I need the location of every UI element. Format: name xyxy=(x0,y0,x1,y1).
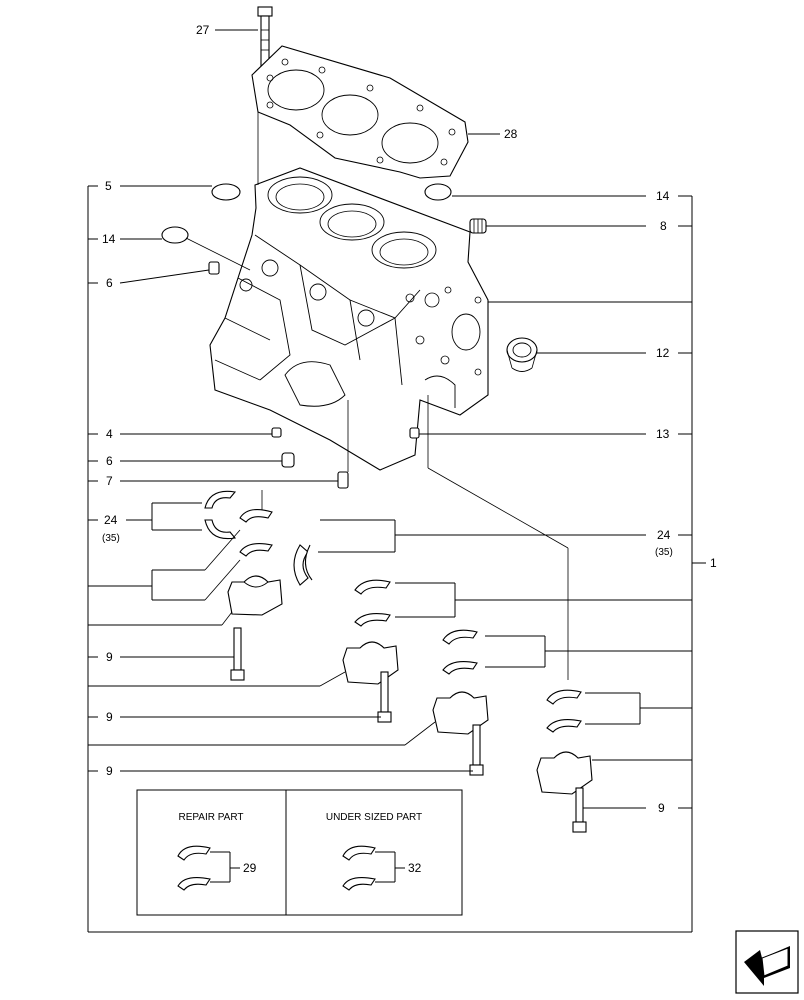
callout-6-bottom: 6 xyxy=(106,454,113,468)
bearing-cap-2 xyxy=(342,641,399,685)
callout-9-c: 9 xyxy=(106,764,113,778)
cap-bolt-9-d xyxy=(572,787,587,833)
callout-32: 32 xyxy=(408,861,422,875)
callout-9-a: 9 xyxy=(106,650,113,664)
callout-1: 1 xyxy=(710,556,717,570)
plug-part-13 xyxy=(409,427,420,439)
plug-part-14-right xyxy=(424,183,452,201)
callout-29: 29 xyxy=(243,861,257,875)
callout-9-d: 9 xyxy=(658,801,665,815)
plug-part-7 xyxy=(337,471,349,489)
repair-part-title: REPAIR PART xyxy=(178,812,243,823)
bearing-cap-1 xyxy=(227,575,283,616)
callout-8: 8 xyxy=(660,219,667,233)
plug-part-5 xyxy=(211,183,241,201)
plug-part-14-left xyxy=(161,226,189,244)
inset-box-repair-part: REPAIR PART 29 xyxy=(136,789,287,916)
callout-6-top: 6 xyxy=(106,276,113,290)
callout-14-right: 14 xyxy=(656,189,670,203)
plug-part-6-bottom xyxy=(281,452,295,468)
head-gasket-part-28 xyxy=(251,45,469,179)
leader-lines xyxy=(88,29,706,809)
next-page-arrow-icon[interactable] xyxy=(735,930,799,994)
callout-12: 12 xyxy=(656,346,670,360)
left-bracket-frame xyxy=(87,186,692,933)
callout-14-left: 14 xyxy=(102,232,116,246)
callout-labels: 27 28 5 14 6 14 8 12 4 13 6 7 24 (35) 24… xyxy=(102,23,717,815)
cap-bolt-9-a xyxy=(230,627,245,681)
thrust-washer-24-b xyxy=(293,544,313,586)
bushing-part-12 xyxy=(506,337,538,372)
callout-24-right: 24 xyxy=(657,528,671,542)
callout-5: 5 xyxy=(105,179,112,193)
callout-35-right: (35) xyxy=(655,547,673,558)
bearing-shell-main-4 xyxy=(546,689,582,733)
callout-24-left: 24 xyxy=(104,513,118,527)
cap-bolt-9-c xyxy=(469,724,484,776)
bearing-pair-24-a xyxy=(204,490,237,540)
bearing-shell-main-2 xyxy=(354,579,391,627)
under-sized-part-title: UNDER SIZED PART xyxy=(326,812,422,823)
callout-4: 4 xyxy=(106,427,113,441)
plug-part-8 xyxy=(469,218,487,234)
bearing-cap-3 xyxy=(432,691,489,735)
callout-9-b: 9 xyxy=(106,710,113,724)
cylinder-block-main xyxy=(209,167,489,471)
plug-part-4 xyxy=(271,427,282,438)
callout-13: 13 xyxy=(656,427,670,441)
callout-7: 7 xyxy=(106,474,113,488)
callout-28: 28 xyxy=(504,127,518,141)
inset-box-under-sized-part: UNDER SIZED PART 32 xyxy=(285,789,463,916)
plug-part-6-top xyxy=(208,261,220,275)
callout-35-left: (35) xyxy=(102,533,120,544)
bearing-shell-main-1 xyxy=(239,509,273,557)
bearing-shell-main-3 xyxy=(442,629,478,675)
callout-27: 27 xyxy=(196,23,210,37)
bearing-cap-4 xyxy=(536,751,593,795)
